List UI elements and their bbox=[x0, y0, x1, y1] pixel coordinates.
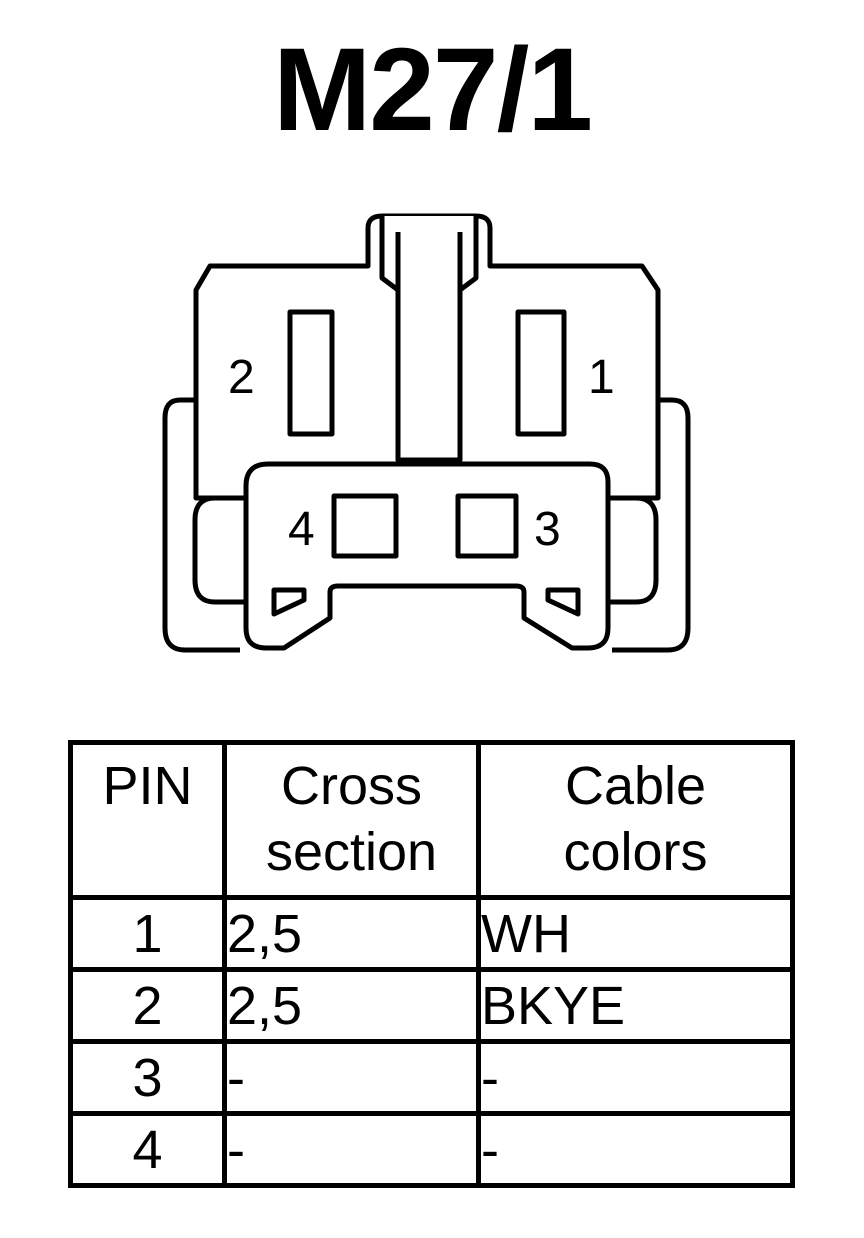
cell-pin: 3 bbox=[68, 1039, 227, 1116]
pin-label-2: 2 bbox=[228, 351, 255, 404]
left-notch bbox=[271, 587, 307, 617]
table-row: 2 2,5 BKYE bbox=[68, 967, 795, 1044]
left-lower-lobe bbox=[192, 495, 246, 605]
pin-1-slot bbox=[515, 309, 567, 437]
cell-cross-section: 2,5 bbox=[222, 895, 481, 972]
cell-cross-section: - bbox=[222, 1111, 481, 1188]
cell-pin: 2 bbox=[68, 967, 227, 1044]
cell-cross-section: 2,5 bbox=[222, 967, 481, 1044]
pin-4-slot bbox=[331, 493, 399, 559]
pin-3-slot bbox=[455, 493, 519, 559]
table-row: 1 2,5 WH bbox=[68, 895, 795, 972]
pin-label-4: 4 bbox=[288, 503, 315, 556]
table-row: 4 - - bbox=[68, 1111, 795, 1188]
table-header-row: PIN Cross section Cable colors bbox=[68, 740, 795, 900]
cell-color: WH bbox=[476, 895, 795, 972]
pin-label-3: 3 bbox=[534, 503, 561, 556]
cell-color: BKYE bbox=[476, 967, 795, 1044]
cell-pin: 4 bbox=[68, 1111, 227, 1188]
header-pin: PIN bbox=[68, 740, 227, 900]
cell-color: - bbox=[476, 1039, 795, 1116]
right-notch bbox=[545, 587, 581, 617]
pin-table: PIN Cross section Cable colors 1 2,5 WH … bbox=[68, 740, 795, 1188]
table-row: 3 - - bbox=[68, 1039, 795, 1116]
cell-cross-section: - bbox=[222, 1039, 481, 1116]
header-cable-colors: Cable colors bbox=[476, 740, 795, 900]
cell-color: - bbox=[476, 1111, 795, 1188]
connector-title: M27/1 bbox=[273, 24, 593, 156]
pin-2-slot bbox=[287, 309, 335, 437]
latch-ridge bbox=[379, 216, 479, 463]
cell-pin: 1 bbox=[68, 895, 227, 972]
right-lower-lobe bbox=[606, 495, 659, 605]
pin-label-1: 1 bbox=[588, 351, 615, 404]
connector-diagram: 2 1 4 3 bbox=[162, 213, 691, 653]
lower-insert bbox=[243, 461, 611, 651]
header-cross-section: Cross section bbox=[222, 740, 481, 900]
